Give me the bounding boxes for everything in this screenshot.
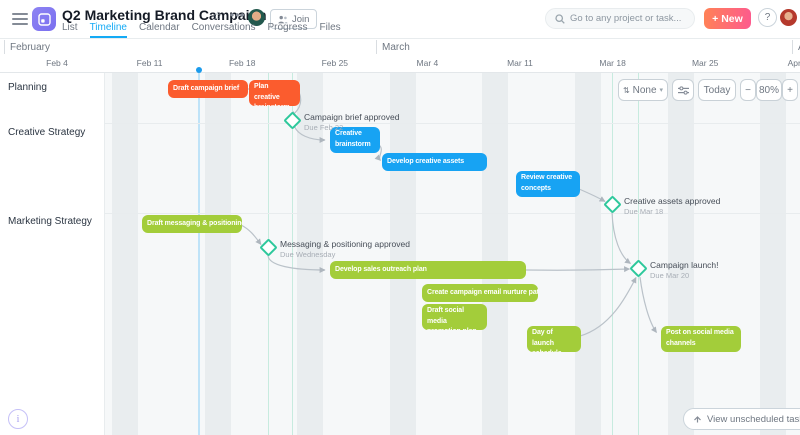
tab-progress[interactable]: Progress <box>267 22 308 33</box>
task-bar[interactable]: Day of launch schedule <box>527 326 581 352</box>
today-marker-dot <box>196 67 202 73</box>
milestone-diamond[interactable] <box>258 237 278 257</box>
join-button[interactable]: Join <box>270 9 318 29</box>
favorite-star-icon[interactable]: ☆ <box>212 9 223 23</box>
user-avatar[interactable] <box>780 9 797 26</box>
week-label: Mar 18 <box>599 58 626 68</box>
week-label: Feb 4 <box>46 58 68 68</box>
milestone-title: Creative assets approved <box>624 196 721 206</box>
section-divider <box>0 213 800 214</box>
today-line <box>198 72 200 435</box>
milestone-due-date: Due Wednesday <box>280 250 336 259</box>
task-bar[interactable]: Draft campaign brief <box>168 80 248 98</box>
info-button[interactable]: i <box>8 409 28 429</box>
section-divider <box>0 123 800 124</box>
week-label: Mar 25 <box>691 58 719 68</box>
sliders-icon <box>677 85 689 95</box>
task-bar[interactable]: Post on social media channels <box>661 326 741 352</box>
top-bar: Q2 Marketing Brand Campaign ☆ ••• Join L… <box>0 0 800 39</box>
milestone-label: Campaign launch!Due Mar 20 <box>650 260 719 280</box>
milestone-guide-line <box>638 72 639 435</box>
milestone-title: Campaign brief approved <box>304 112 400 122</box>
month-label: March <box>382 42 410 53</box>
people-icon <box>278 15 288 23</box>
task-bar[interactable]: Draft messaging & positioning <box>142 215 242 233</box>
milestone-diamond[interactable] <box>602 194 622 214</box>
week-label: Feb 25 <box>321 58 349 68</box>
tab-conversations[interactable]: Conversations <box>191 22 256 33</box>
week-label: Mar 4 <box>416 58 439 68</box>
task-bar[interactable]: Draft social media promotion plan <box>422 304 487 330</box>
milestone-guide-line <box>292 72 293 435</box>
weekend-band <box>760 72 787 435</box>
week-label: Feb 11 <box>136 58 163 68</box>
milestone-due-date: Due Mar 20 <box>650 271 690 280</box>
search-input[interactable]: Go to any project or task... <box>545 8 695 29</box>
page-title: Q2 Marketing Brand Campaign <box>62 7 267 23</box>
milestone-diamond[interactable] <box>628 258 648 278</box>
week-header-row: Feb 4 Feb 11 Feb 18 Feb 25 Mar 4 Mar 11 Mar 18… <box>0 56 800 72</box>
section-label: Planning <box>8 82 47 93</box>
month-label: April <box>798 42 800 53</box>
task-bar[interactable]: Create campaign email nurture path <box>422 284 538 302</box>
task-bar[interactable]: Review creative concepts <box>516 171 580 197</box>
task-bar[interactable]: Develop sales outreach plan <box>330 261 526 279</box>
section-label: Creative Strategy <box>8 127 86 138</box>
filter-options-button[interactable] <box>672 79 694 101</box>
project-member-avatar[interactable] <box>248 9 265 26</box>
weekend-band <box>204 72 231 435</box>
task-bar[interactable]: Develop creative assets <box>382 153 487 171</box>
tab-list[interactable]: List <box>62 22 78 33</box>
milestone-title: Campaign launch! <box>650 260 719 270</box>
milestone-due-date: Due Feb 22 <box>304 123 344 132</box>
section-label: Marketing Strategy <box>8 216 92 227</box>
project-tabs: List Timeline Calendar Conversations Progres… <box>62 22 341 38</box>
section-label-column <box>0 72 105 435</box>
help-button[interactable]: ? <box>758 8 777 27</box>
tab-timeline[interactable]: Timeline <box>89 22 127 38</box>
search-placeholder: Go to any project or task... <box>570 13 682 24</box>
weekend-band <box>667 72 694 435</box>
chart-top-border <box>0 72 800 73</box>
hamburger-menu-icon[interactable] <box>12 13 28 25</box>
weekend-band <box>575 72 601 435</box>
week-label: Mar 11 <box>507 58 533 68</box>
project-icon[interactable] <box>32 7 56 31</box>
sort-dropdown[interactable]: ⇅ None ▾ <box>618 79 668 101</box>
weekend-band <box>389 72 416 435</box>
milestone-guide-line <box>612 72 613 435</box>
month-tick <box>376 40 377 54</box>
sort-arrows-icon: ⇅ <box>622 85 630 95</box>
tab-files[interactable]: Files <box>319 22 341 33</box>
more-options-icon[interactable]: ••• <box>230 8 246 22</box>
month-header-row: February March April <box>0 38 800 56</box>
weekend-band <box>482 72 509 435</box>
today-button[interactable]: Today <box>698 79 736 101</box>
month-label: February <box>10 42 51 53</box>
milestone-due-date: Due Mar 18 <box>624 207 664 216</box>
week-label: Apr 1 <box>787 58 800 68</box>
arrow-up-icon <box>694 415 701 422</box>
search-icon <box>555 13 565 24</box>
milestone-title: Messaging & positioning approved <box>280 239 410 249</box>
month-tick <box>792 40 793 54</box>
task-bar[interactable]: Plan creative brainstorm <box>249 80 300 106</box>
zoom-in-button[interactable]: + <box>782 79 798 101</box>
task-bar[interactable]: Creative brainstorm <box>330 127 380 153</box>
week-label: Feb 18 <box>228 58 256 68</box>
view-unscheduled-tasks-button[interactable]: View unscheduled tasks <box>683 408 800 430</box>
tab-calendar[interactable]: Calendar <box>138 22 180 33</box>
month-tick <box>4 40 5 54</box>
new-button[interactable]: + New <box>704 8 751 29</box>
zoom-out-button[interactable]: − <box>740 79 756 101</box>
zoom-level-value[interactable]: 80% <box>756 79 782 101</box>
chevron-down-icon: ▾ <box>659 87 664 94</box>
weekend-band <box>112 72 138 435</box>
